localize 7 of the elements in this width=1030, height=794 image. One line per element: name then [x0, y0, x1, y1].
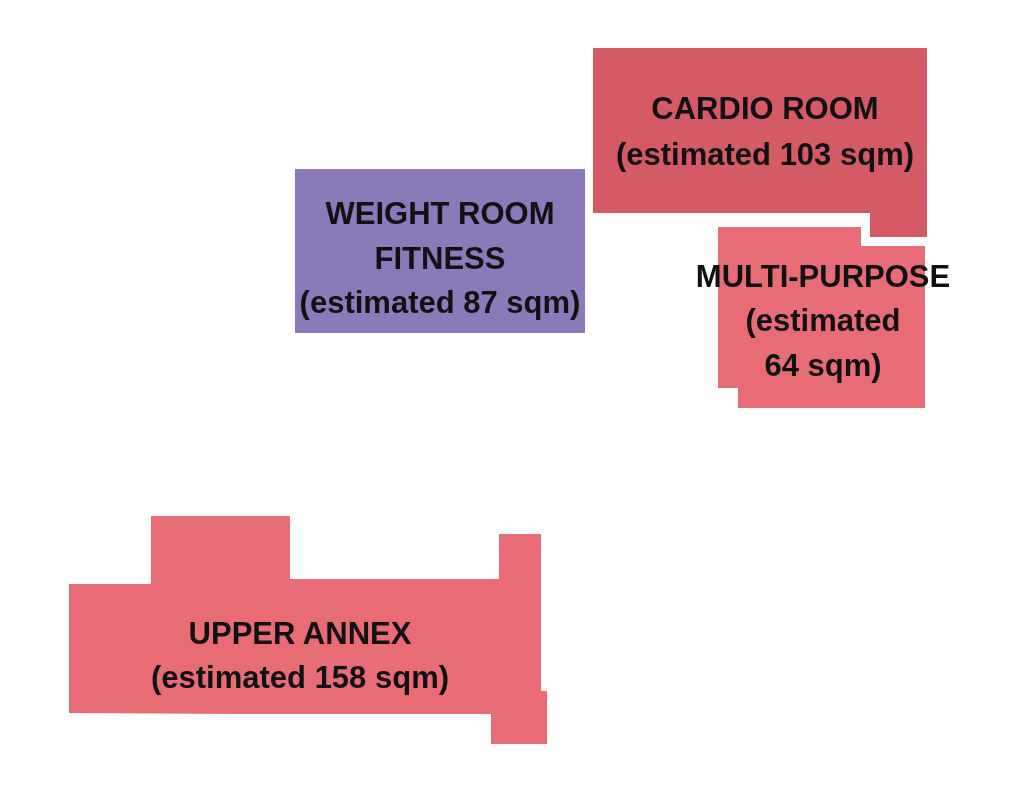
room-name: WEIGHT ROOM FITNESS	[324, 195, 556, 278]
area-label: (estimated 64 sqm)	[744, 302, 902, 385]
area-label: (estimated 87 sqm)	[299, 284, 581, 322]
area-label: (estimated 103 sqm)	[615, 136, 915, 174]
room-name: UPPER ANNEX	[188, 615, 412, 653]
room-name: CARDIO ROOM	[651, 90, 879, 128]
area-label: (estimated 158 sqm)	[150, 659, 450, 697]
